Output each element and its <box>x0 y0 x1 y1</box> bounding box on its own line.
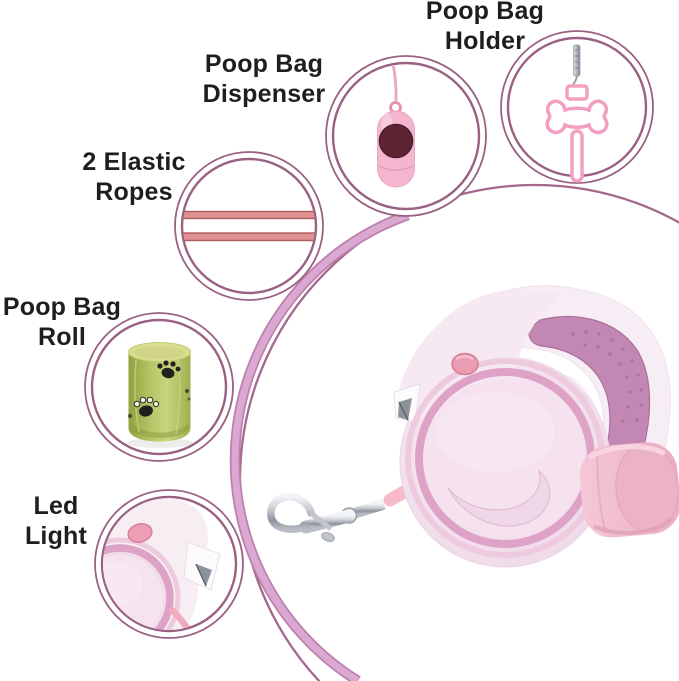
bag-roll-illustration <box>127 342 193 448</box>
label-line: Poop Bag <box>425 0 545 25</box>
callout-circle-ropes <box>174 151 324 301</box>
decorative-thick-arc <box>229 210 410 681</box>
led-closeup-illustration <box>103 498 221 630</box>
reel-swirl <box>447 469 551 527</box>
led-closeup-button <box>127 523 153 543</box>
led-closeup-light <box>183 541 221 591</box>
leash-reel <box>393 289 611 568</box>
label-line: Dispenser <box>202 80 326 108</box>
paw-print-black <box>157 360 181 379</box>
label-line: Led Light <box>24 492 88 550</box>
dispenser-illustration <box>377 65 415 188</box>
label-line: Poop Bag <box>2 293 122 321</box>
grip-dimples <box>571 330 643 423</box>
label-line: 2 Elastic <box>82 148 186 176</box>
callout-circle-led <box>94 489 244 639</box>
bag-cylinder <box>579 442 679 538</box>
callout-circle-roll <box>84 312 234 462</box>
label-line: Holder <box>444 27 526 55</box>
label-2-elastic-ropes: 2 Elastic Ropes <box>29 147 239 207</box>
label-poop-bag-dispenser: Poop Bag Dispenser <box>159 49 369 109</box>
callout-circle-holder <box>500 30 654 184</box>
paw-print-outline <box>133 396 160 417</box>
callout-circle-dispenser <box>325 55 487 217</box>
label-line: Poop Bag <box>204 50 324 78</box>
label-led-light: Led Light <box>0 491 112 551</box>
label-poop-bag-roll: Poop Bag Roll <box>0 292 162 352</box>
product-photo <box>267 285 679 568</box>
label-line: Ropes <box>95 178 173 206</box>
leash-button <box>451 352 479 376</box>
label-poop-bag-holder: Poop Bag Holder <box>380 0 590 56</box>
label-line: Roll <box>37 323 87 351</box>
elastic-ropes-illustration <box>183 210 315 242</box>
led-light-bump <box>393 383 421 423</box>
bone-holder-illustration <box>545 44 609 183</box>
